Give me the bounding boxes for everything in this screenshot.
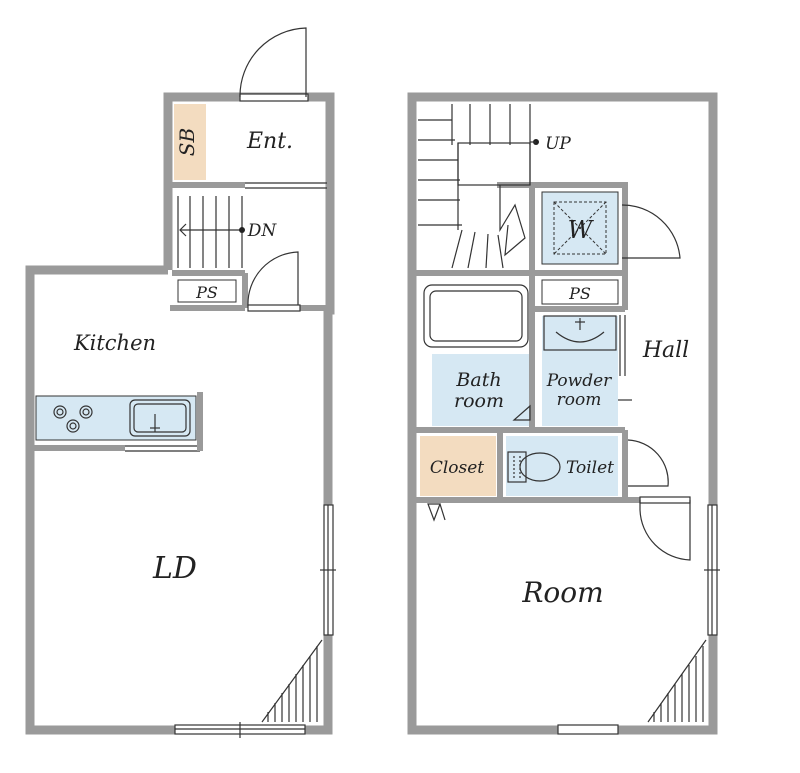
- hall-label: Hall: [642, 338, 689, 363]
- closet-label: Closet: [430, 458, 484, 478]
- closet-door-marker: [427, 503, 446, 522]
- stairs-down: [177, 196, 245, 268]
- ld-door-hatch: [261, 639, 323, 723]
- bathtub-icon: [423, 284, 529, 348]
- ps-right-label: PS: [568, 284, 591, 303]
- ld-right-window: [320, 504, 336, 636]
- powder-label-2: room: [557, 390, 602, 410]
- bath-label-2: room: [454, 390, 504, 412]
- dn-label: DN: [247, 221, 278, 241]
- bath-fill: [432, 354, 530, 426]
- toilet-label: Toilet: [566, 458, 614, 478]
- kitchen-label: Kitchen: [73, 331, 156, 355]
- shoe-box: [174, 104, 206, 180]
- ent-label: Ent.: [246, 129, 293, 154]
- powder-fill: [542, 316, 618, 426]
- room-door[interactable]: [639, 496, 691, 561]
- ps-left-label: PS: [195, 283, 218, 302]
- up-label: UP: [545, 134, 571, 154]
- ld-bottom-window: [174, 722, 306, 738]
- room-door-hatch: [647, 639, 707, 723]
- stair-door[interactable]: [247, 251, 301, 312]
- entrance-door[interactable]: [239, 27, 309, 102]
- ld-label: LD: [152, 551, 197, 586]
- room-right-window: [704, 504, 720, 636]
- bath-label-1: Bath: [455, 369, 501, 391]
- w-label: W: [568, 216, 595, 244]
- closet-fill: [420, 436, 496, 496]
- powder-label-1: Powder: [546, 371, 612, 391]
- washer-door[interactable]: [621, 204, 681, 259]
- stove-icon: [53, 405, 93, 433]
- room-bottom-window: [557, 724, 619, 735]
- pipe-space-left: [177, 279, 237, 303]
- washer-icon: [553, 201, 607, 255]
- right-floor: UP W PS Hall Bath room Powder room Close…: [407, 92, 720, 735]
- toilet-door[interactable]: [627, 439, 669, 487]
- toilet-icon: [507, 451, 561, 483]
- toilet-fill: [506, 436, 618, 496]
- sink-icon: [129, 399, 191, 437]
- pipe-space-right: [541, 279, 619, 305]
- basin-icon: [543, 315, 617, 351]
- left-floor: SB Ent. DN PS Kitchen LD: [25, 27, 336, 738]
- sb-label: SB: [175, 128, 199, 156]
- room-label: Room: [521, 576, 603, 609]
- stairs-up: [418, 104, 539, 269]
